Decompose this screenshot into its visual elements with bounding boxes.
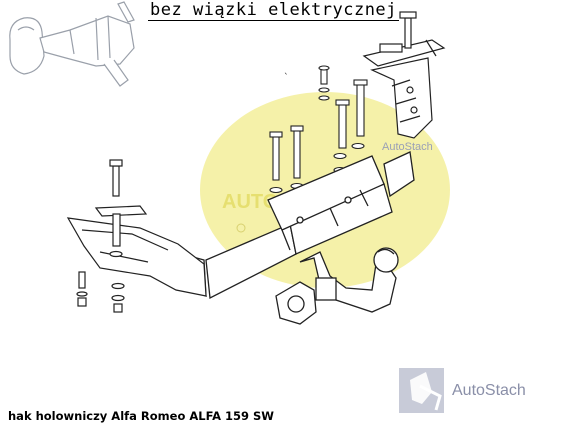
ball-neck [275,247,399,325]
svg-text:`: ` [284,72,289,83]
left-bracket [66,159,207,313]
autostach-logo-text: AutoStach [452,382,526,399]
product-caption: hak holowniczy Alfa Romeo ALFA 159 SW [8,409,274,423]
autostach-logo-icon [399,368,444,413]
watermark-disc-text-left: AUTO [222,191,278,213]
bolt-stack-upper [269,65,369,208]
watermark-disc-text-right: AutoStach [382,141,433,153]
ball-mount-detail [9,1,135,87]
header-note: bez wiązki elektrycznej [148,0,399,21]
right-bracket [362,11,446,139]
